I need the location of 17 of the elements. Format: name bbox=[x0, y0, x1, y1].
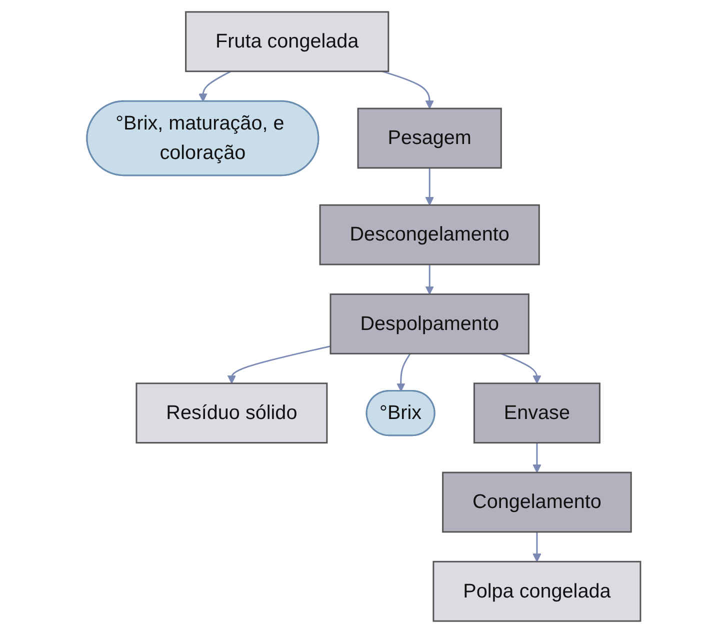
arrow bbox=[426, 168, 434, 206]
arrow bbox=[396, 353, 412, 392]
node-box: Pesagem bbox=[358, 108, 502, 169]
node-box: Despolpamento bbox=[330, 293, 530, 354]
node-box: Resíduo sólido bbox=[136, 382, 328, 444]
arrow bbox=[532, 442, 542, 473]
arrow bbox=[198, 70, 232, 102]
node-box: Congelamento bbox=[442, 472, 632, 533]
arrow bbox=[426, 264, 434, 295]
arrow bbox=[382, 70, 434, 109]
node-box: Fruta congelada bbox=[185, 11, 390, 72]
node-box: Envase bbox=[474, 382, 601, 444]
node-box: Descongelamento bbox=[320, 204, 540, 266]
arrow bbox=[501, 352, 542, 384]
node-box: Polpa congelada bbox=[433, 560, 642, 622]
arrow bbox=[532, 532, 542, 562]
arrow bbox=[228, 346, 331, 384]
